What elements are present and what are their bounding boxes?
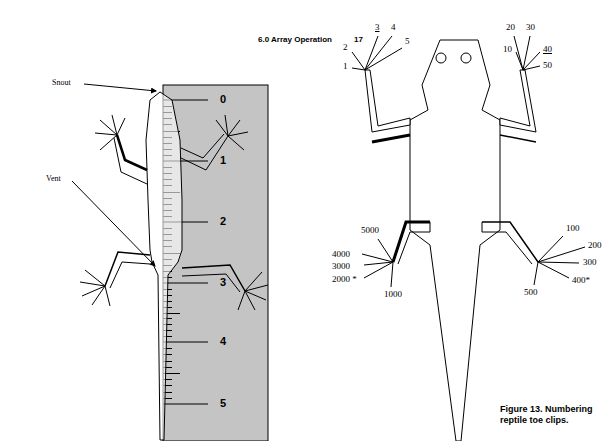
ruler-number: 3 — [220, 277, 226, 288]
toe-number: 1 — [343, 62, 348, 71]
toe-number: 5 — [405, 37, 410, 46]
toe-number: 4 — [391, 23, 396, 32]
toe-number: 300 — [583, 258, 597, 267]
toe-clip-lizard — [352, 36, 585, 441]
toe-number: 1000 — [384, 290, 402, 299]
ruler-number: 1 — [220, 155, 226, 166]
part-label: Vent — [46, 175, 61, 183]
toe-number: 500 — [524, 288, 538, 297]
page-header: 6.0 Array Operation — [258, 36, 332, 44]
toe-number: 40 — [543, 45, 552, 54]
ruler-number: 2 — [220, 216, 226, 227]
snout-leader — [84, 84, 156, 91]
ruler-tick — [163, 283, 208, 284]
toe-number: 200 — [588, 241, 602, 250]
toe-number: 20 — [506, 23, 515, 32]
ruler-tick — [163, 404, 208, 405]
toe-number: 2000 * — [332, 275, 357, 284]
ruler-tick — [163, 342, 208, 343]
toe-number: 400* — [572, 276, 590, 285]
toe-number: 3000 — [332, 262, 350, 271]
toe-number: 50 — [543, 61, 552, 70]
vent-leader — [72, 181, 155, 266]
ruler-number: 5 — [220, 398, 226, 409]
ruler-number: 0 — [220, 94, 226, 105]
toe-number: 10 — [503, 45, 512, 54]
lizard-on-ruler — [80, 92, 268, 440]
toe-number: 30 — [526, 23, 535, 32]
toe-number: 3 — [375, 23, 380, 32]
toe-number: 5000 — [361, 226, 379, 235]
ruler-number: 4 — [220, 336, 226, 347]
page-number: 17 — [354, 36, 363, 44]
part-label: Snout — [52, 79, 71, 87]
toe-number: 4000 — [332, 250, 350, 259]
toe-number: 2 — [343, 43, 348, 52]
toe-number: 100 — [566, 224, 580, 233]
figure-caption: Figure 13. Numbering reptile toe clips. — [500, 404, 604, 426]
